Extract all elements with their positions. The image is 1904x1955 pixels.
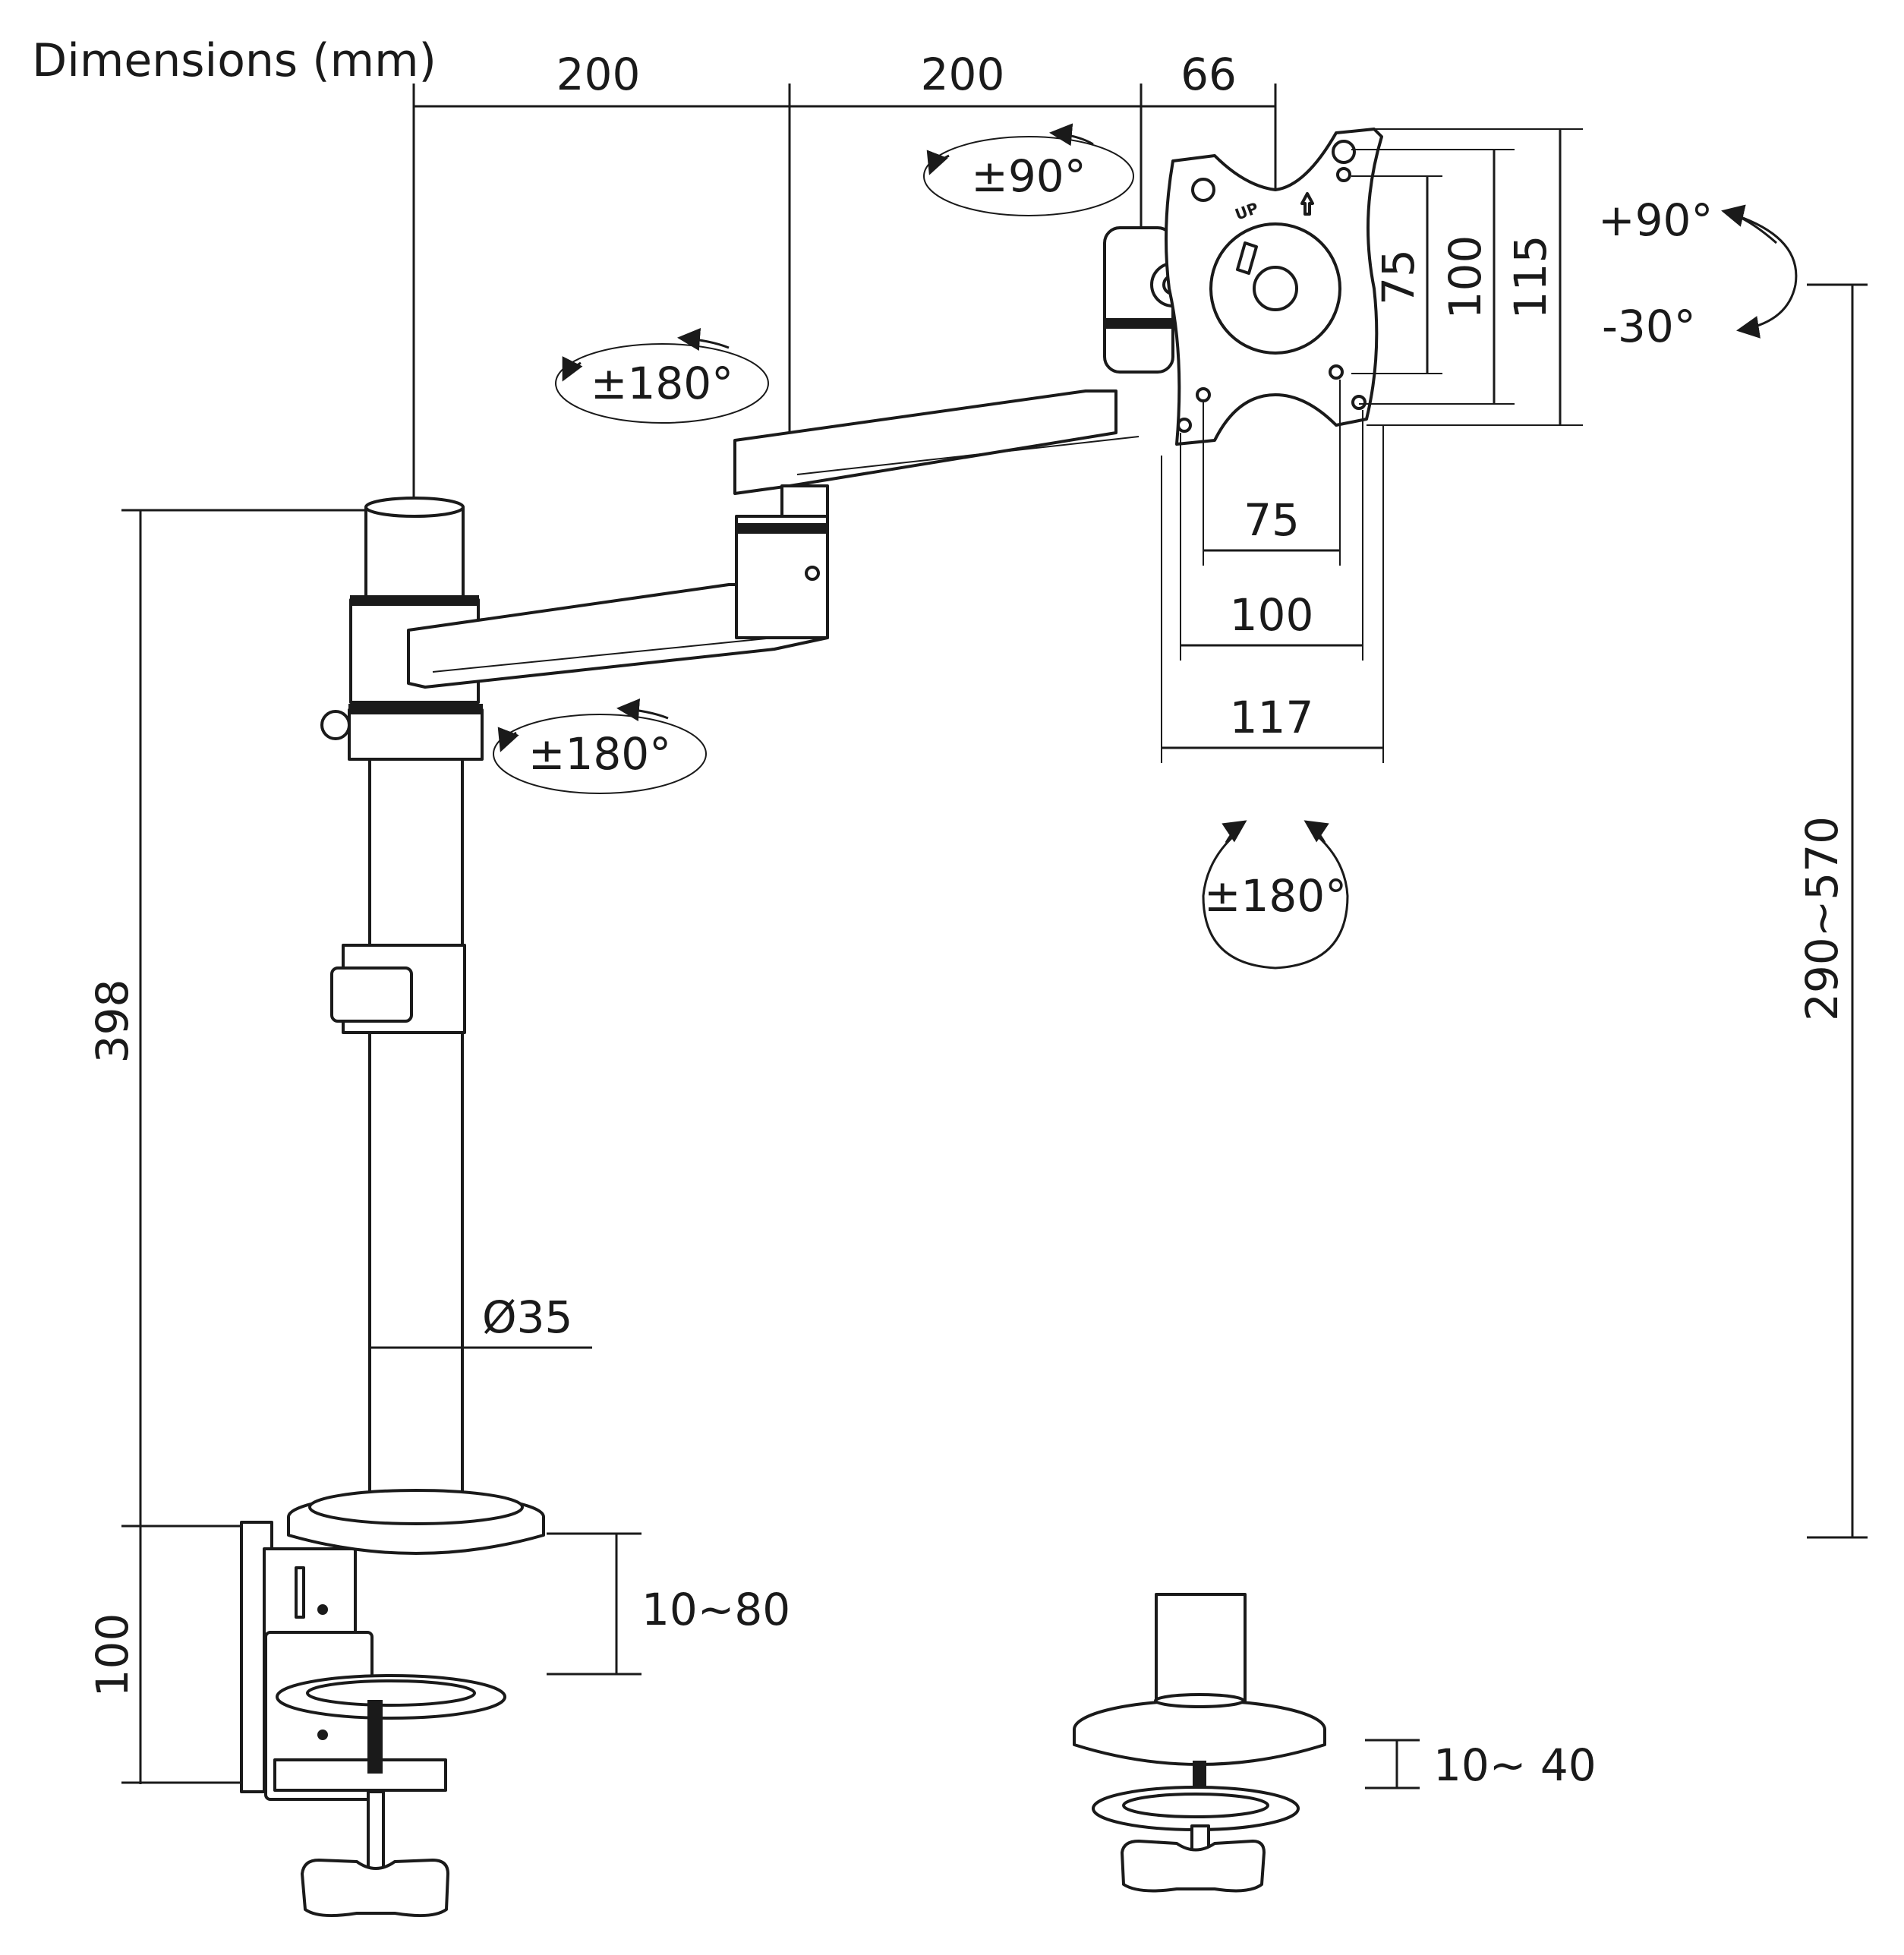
base-swivel-indicator [493,698,707,794]
desk-clamp [240,1489,545,1917]
dim-vesa-h-large: 100 [1230,589,1314,641]
grommet-mount [1073,1593,1326,1893]
dim-vesa-h-small: 75 [1244,494,1300,546]
head-swivel-indicator [923,123,1134,216]
dim-head-offset: 66 [1181,49,1237,100]
dim-height-range: 290~570 [1796,816,1848,1021]
grommet-range-dimension [1365,1739,1420,1789]
vesa-vertical-dimensions [1351,128,1583,426]
vesa-plate [1165,128,1383,446]
rotation-base-swivel: ±180° [528,728,671,780]
dim-plate-height: 115 [1505,235,1556,320]
arm-segment-2 [733,389,1140,518]
arm-segment-1 [407,515,829,689]
rotation-tilt-up: +90° [1598,194,1713,246]
tilt-indicator [1721,204,1798,339]
dim-pole-height: 398 [87,979,138,1064]
rotation-screen: ±180° [1204,870,1347,922]
vesa-horizontal-dimensions [1161,380,1384,763]
rotation-head-swivel: ±90° [971,150,1086,202]
dim-pole-diameter: Ø35 [482,1291,572,1343]
screen-rotation-indicator [1202,820,1349,970]
dim-arm1-length: 200 [556,49,641,100]
elbow-swivel-indicator [555,328,769,424]
diagram-title: Dimensions (mm) [32,34,437,87]
rotation-elbow-swivel: ±180° [591,358,733,409]
height-range-dimension [1807,283,1868,1539]
clamp-range-dimension [547,1532,641,1676]
top-dimension-lines [412,84,1277,510]
pole [330,758,592,1505]
dim-clamp-height: 100 [87,1613,138,1698]
dim-grommet-range: 10~ 40 [1433,1739,1597,1791]
dim-clamp-range: 10~80 [641,1584,790,1635]
dim-plate-width: 117 [1230,692,1314,743]
dim-arm2-length: 200 [921,49,1005,100]
dim-vesa-v-small: 75 [1373,249,1424,305]
rotation-tilt-down: -30° [1602,301,1696,352]
dim-vesa-v-large: 100 [1439,235,1491,320]
